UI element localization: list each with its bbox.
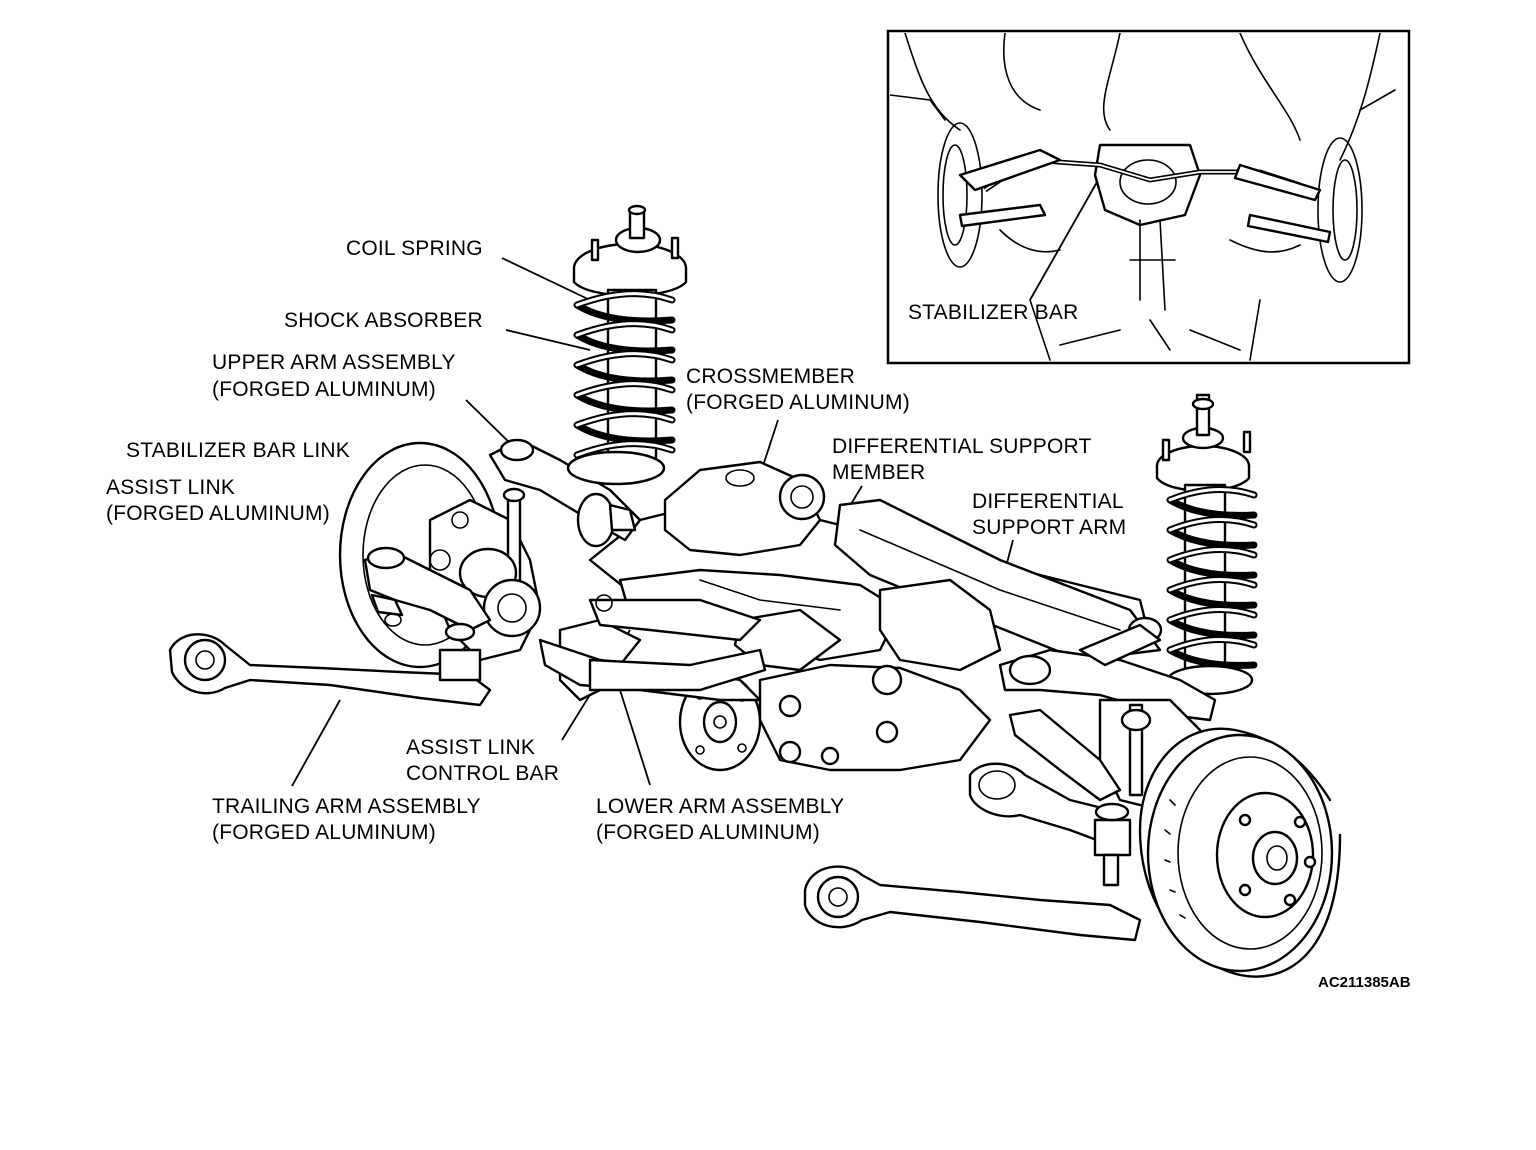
label-upper-arm-material: (FORGED ALUMINUM) (212, 378, 436, 401)
label-assist-link-control: ASSIST LINK (406, 736, 536, 759)
label-differential-support-arm-2: SUPPORT ARM (972, 516, 1127, 539)
left-assist-link (363, 546, 492, 632)
label-inset-stabilizer-bar: STABILIZER BAR (908, 301, 1079, 324)
label-lower-arm-material: (FORGED ALUMINUM) (596, 821, 820, 844)
right-brake-rotor (1138, 727, 1342, 978)
label-trailing-arm-material: (FORGED ALUMINUM) (212, 821, 436, 844)
inset-view (886, 29, 1411, 365)
left-lower-arm (538, 638, 767, 702)
right-lower-arm (968, 708, 1132, 887)
label-stabilizer-bar-link: STABILIZER BAR LINK (126, 439, 350, 462)
label-assist-link: ASSIST LINK (106, 476, 236, 499)
right-trailing-arm (803, 865, 1142, 942)
label-differential-support-member: DIFFERENTIAL SUPPORT (832, 435, 1092, 458)
label-coil-spring: COIL SPRING (346, 237, 483, 260)
figure-code: AC211385AB (1318, 974, 1411, 991)
label-differential-support-arm: DIFFERENTIAL (972, 490, 1124, 513)
left-strut (566, 204, 688, 486)
label-trailing-arm-assembly: TRAILING ARM ASSEMBLY (212, 795, 481, 818)
differential-support-arm (618, 568, 1002, 672)
differential-support-member (678, 663, 992, 772)
right-strut (1155, 393, 1258, 696)
label-shock-absorber: SHOCK ABSORBER (284, 309, 483, 332)
left-upper-arm (488, 438, 642, 548)
label-lower-arm-assembly: LOWER ARM ASSEMBLY (596, 795, 845, 818)
label-assist-link-material: (FORGED ALUMINUM) (106, 502, 330, 525)
label-differential-support-member-2: MEMBER (832, 461, 926, 484)
label-crossmember: CROSSMEMBER (686, 365, 856, 388)
differential-housing (663, 460, 826, 557)
rear-suspension-assembly (168, 204, 1342, 978)
label-upper-arm-assembly: UPPER ARM ASSEMBLY (212, 351, 456, 374)
left-trailing-arm (168, 622, 492, 707)
label-assist-link-control-bar: CONTROL BAR (406, 762, 560, 785)
label-crossmember-material: (FORGED ALUMINUM) (686, 391, 910, 414)
